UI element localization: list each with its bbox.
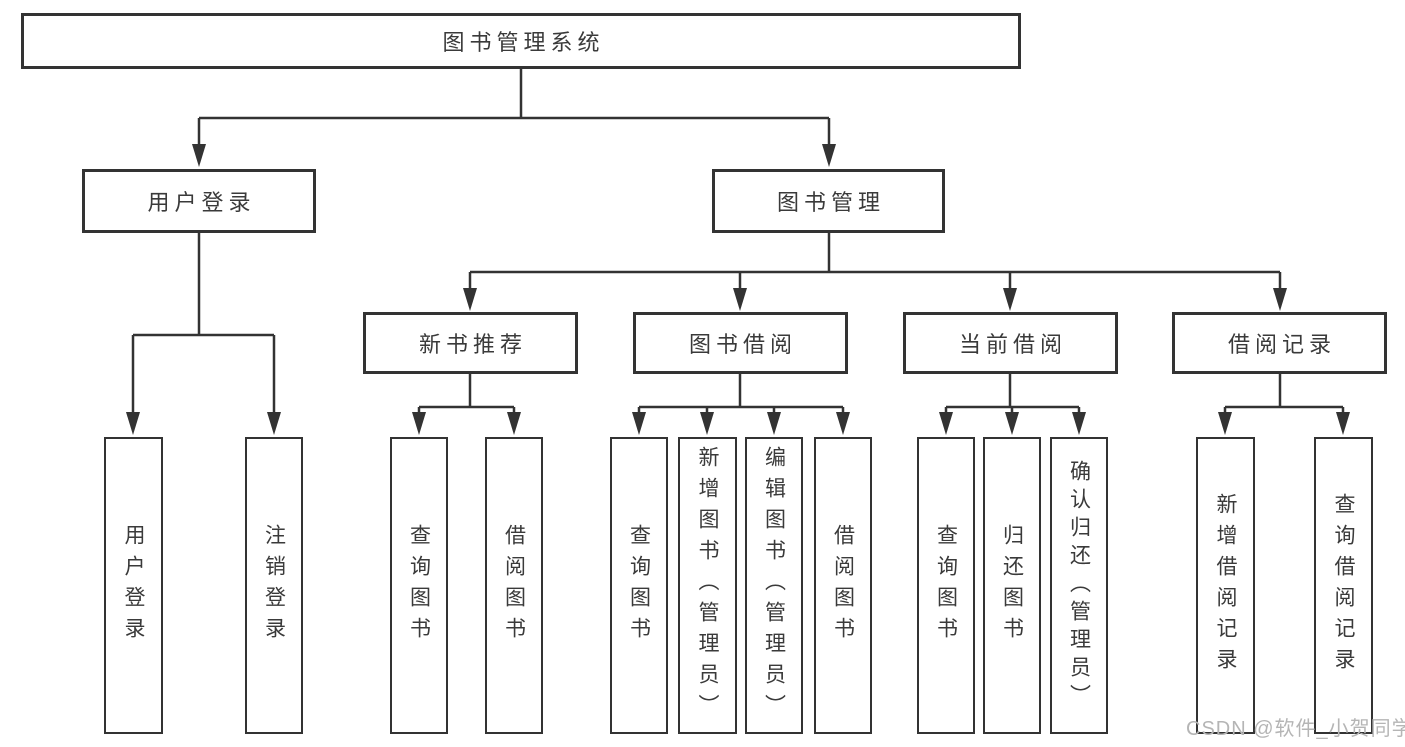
- leaf-query-books-current: 查询图书: [917, 437, 975, 734]
- leaf-query-borrow-record: 查询借阅记录: [1314, 437, 1373, 734]
- leaf-logout: 注销登录: [245, 437, 303, 734]
- node-borrowing-records: 借阅记录: [1172, 312, 1387, 374]
- leaf-borrow-books-recommend: 借阅图书: [485, 437, 543, 734]
- node-new-book-recommend: 新书推荐: [363, 312, 578, 374]
- node-current-borrowing-label: 当前借阅: [958, 332, 1067, 357]
- node-root-label: 图书管理系统: [442, 30, 605, 55]
- leaf-user-login-label: 用户登录: [122, 523, 145, 648]
- leaf-confirm-return-admin-label: 确认归还（管理员）: [1067, 459, 1091, 712]
- node-user-login-label: 用户登录: [147, 190, 256, 215]
- leaf-add-borrow-record: 新增借阅记录: [1196, 437, 1255, 734]
- leaf-query-books-current-label: 查询图书: [934, 523, 958, 648]
- leaf-user-login: 用户登录: [104, 437, 163, 734]
- node-new-book-recommend-label: 新书推荐: [418, 332, 527, 357]
- leaf-query-books-borrowing: 查询图书: [610, 437, 668, 734]
- leaf-borrow-books-borrowing: 借阅图书: [814, 437, 872, 734]
- leaf-borrow-books-recommend-label: 借阅图书: [502, 523, 526, 648]
- node-book-management-label: 图书管理: [776, 190, 885, 215]
- leaf-add-books-admin: 新增图书（管理员）: [678, 437, 737, 734]
- leaf-return-books: 归还图书: [983, 437, 1041, 734]
- node-user-login: 用户登录: [82, 169, 316, 233]
- node-current-borrowing: 当前借阅: [903, 312, 1118, 374]
- leaf-confirm-return-admin: 确认归还（管理员）: [1050, 437, 1108, 734]
- leaf-logout-label: 注销登录: [262, 523, 286, 648]
- leaf-return-books-label: 归还图书: [1000, 523, 1024, 648]
- node-book-borrowing: 图书借阅: [633, 312, 848, 374]
- leaf-query-books-recommend-label: 查询图书: [407, 523, 431, 648]
- node-book-management: 图书管理: [712, 169, 945, 233]
- leaf-edit-books-admin-label: 编辑图书（管理员）: [762, 446, 786, 725]
- leaf-query-borrow-record-label: 查询借阅记录: [1332, 492, 1355, 679]
- node-borrowing-records-label: 借阅记录: [1227, 332, 1336, 357]
- csdn-watermark: CSDN @软件_小贺同学: [1186, 718, 1405, 740]
- leaf-add-borrow-record-label: 新增借阅记录: [1214, 492, 1237, 679]
- node-root: 图书管理系统: [21, 13, 1021, 69]
- leaf-borrow-books-borrowing-label: 借阅图书: [831, 523, 855, 648]
- node-book-borrowing-label: 图书借阅: [688, 332, 797, 357]
- leaf-edit-books-admin: 编辑图书（管理员）: [745, 437, 803, 734]
- leaf-query-books-borrowing-label: 查询图书: [627, 523, 651, 648]
- leaf-query-books-recommend: 查询图书: [390, 437, 448, 734]
- leaf-add-books-admin-label: 新增图书（管理员）: [696, 446, 719, 725]
